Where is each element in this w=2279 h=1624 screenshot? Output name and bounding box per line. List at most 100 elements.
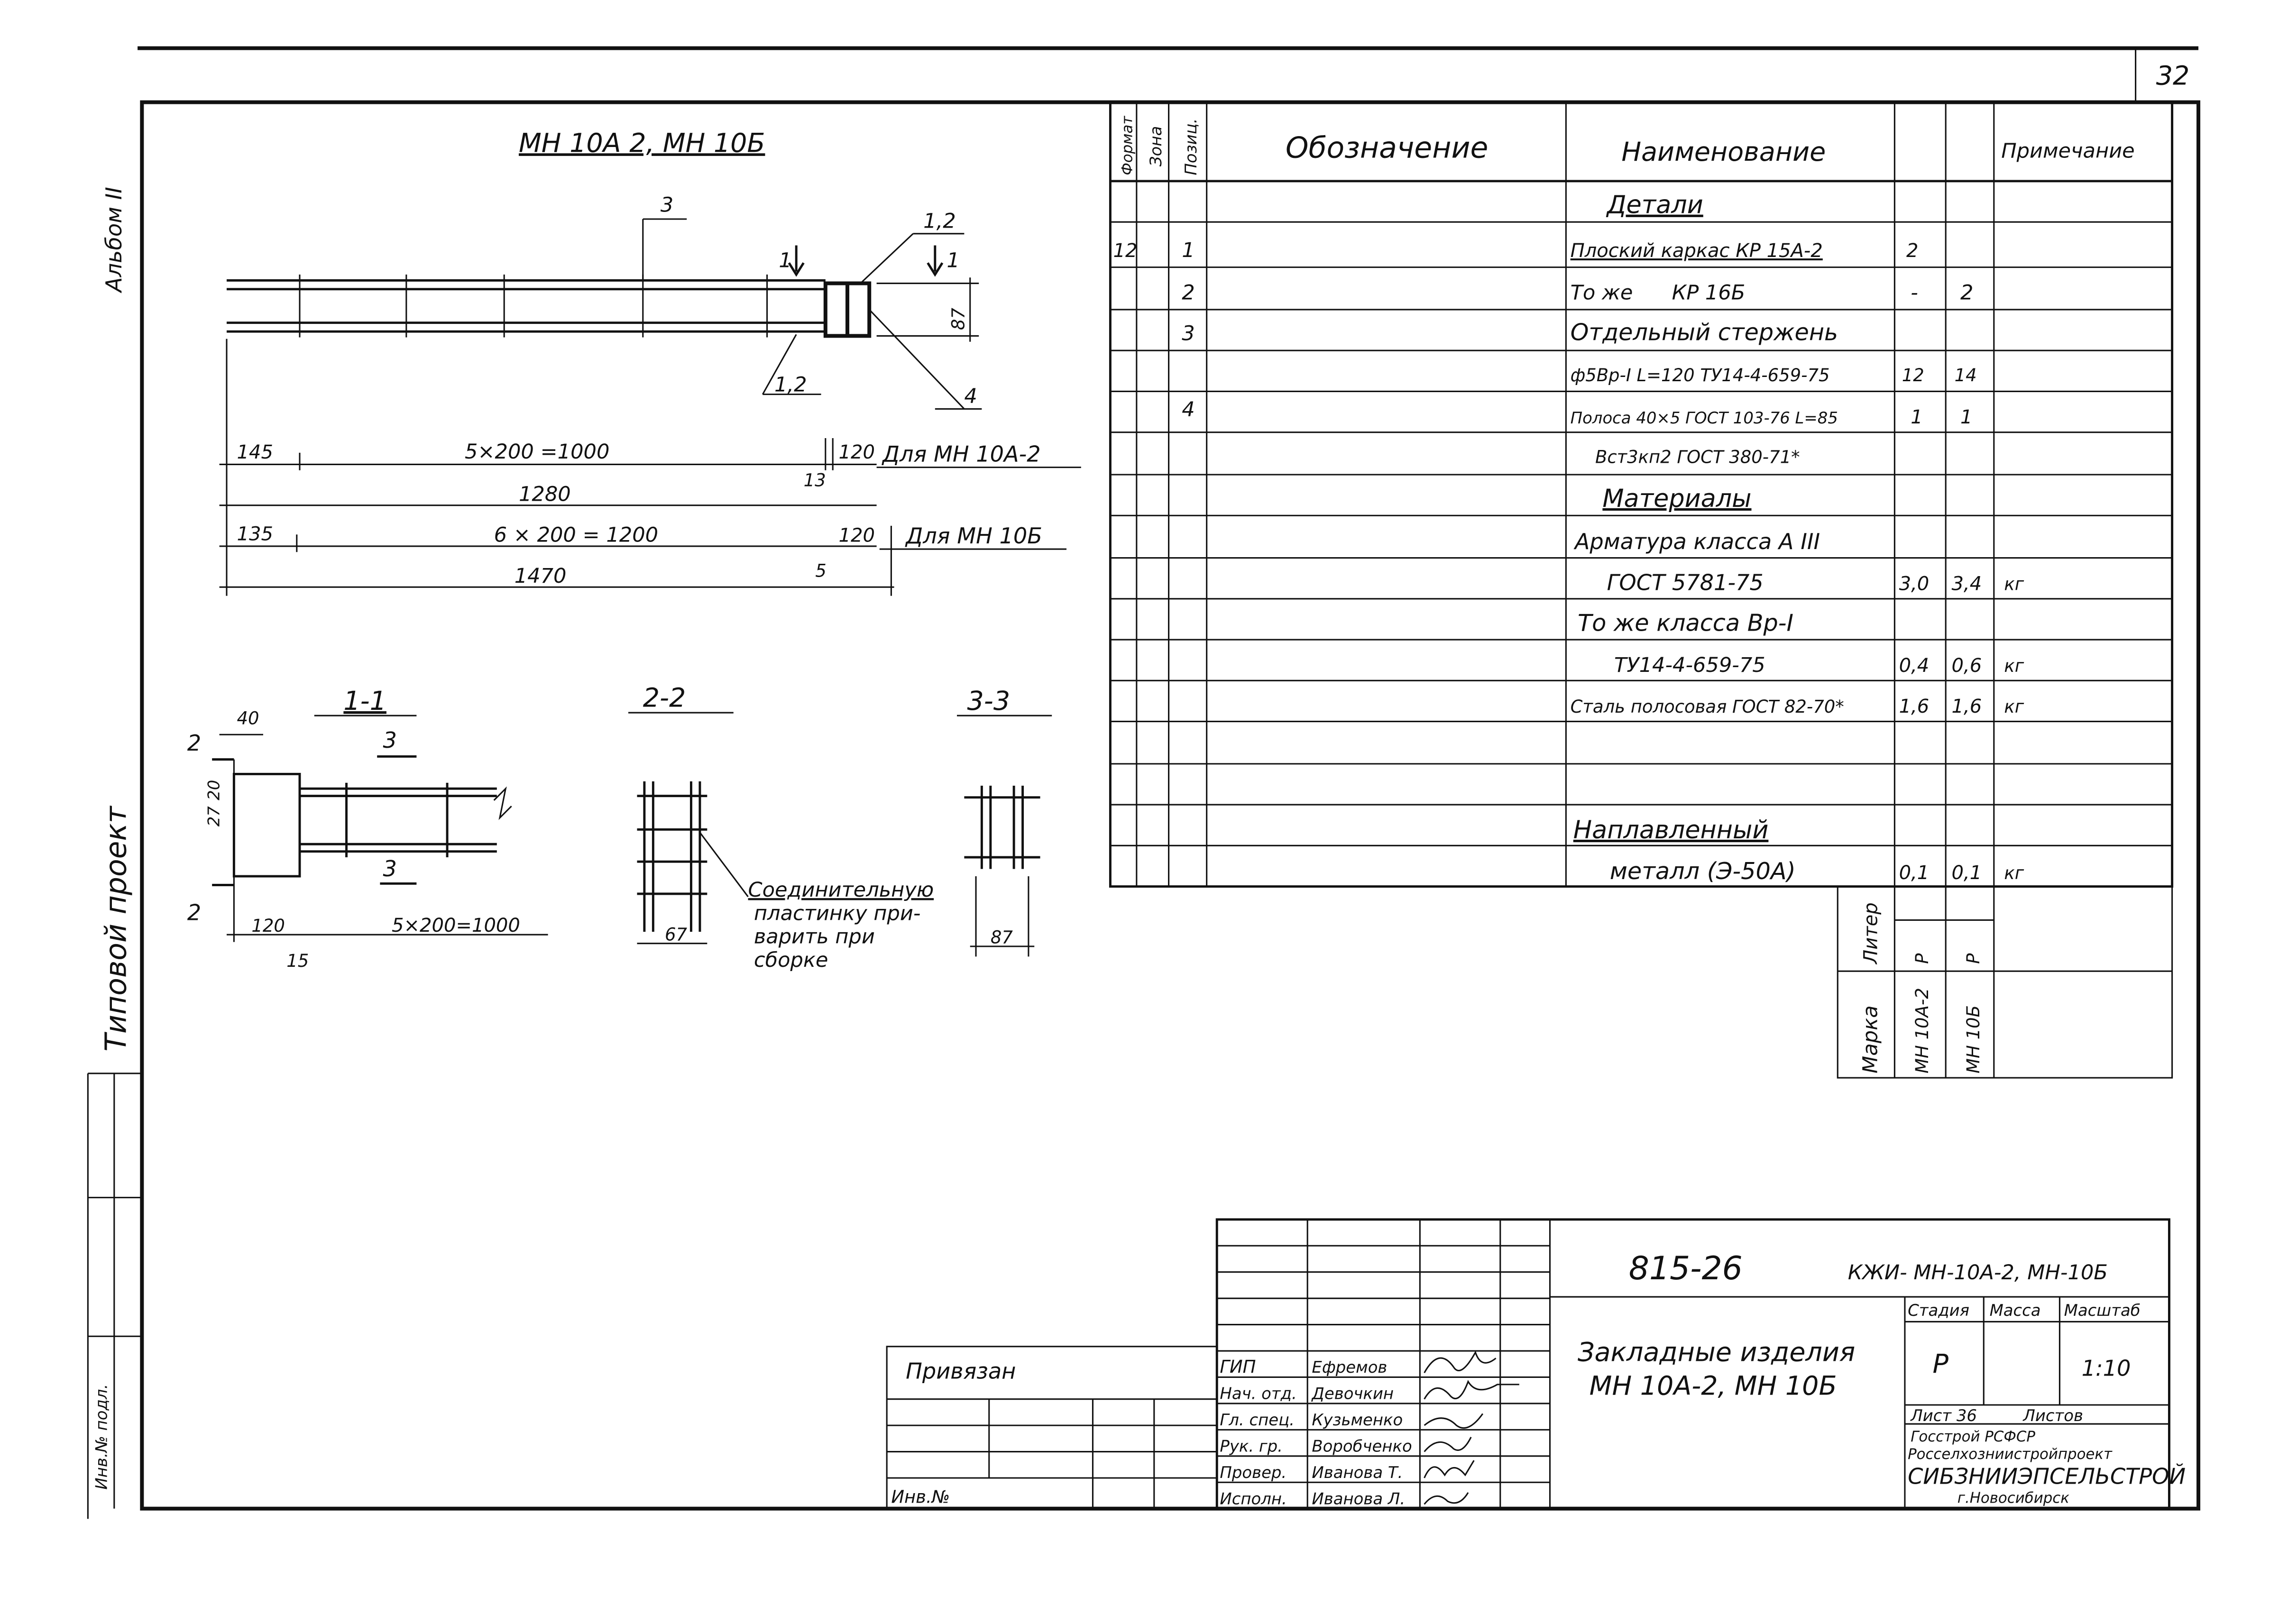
- hdr-format: Формат: [1119, 116, 1136, 175]
- hdr-name: Наименование: [1621, 137, 1826, 167]
- row-7-name: Материалы: [1602, 484, 1751, 513]
- row-3-name: Отдельный стержень: [1571, 319, 1838, 346]
- sec33-d87: 87: [991, 927, 1013, 948]
- row-2-a: -: [1911, 281, 1918, 304]
- note-line-3: варить при: [754, 925, 875, 949]
- side-label-album: Альбом II: [101, 187, 127, 294]
- sec11-d27: 27: [205, 806, 223, 827]
- tb-name-1: Закладные изделия: [1578, 1338, 1855, 1368]
- row-12-a: 1,6: [1899, 696, 1930, 717]
- row-16-name: металл (Э-50А): [1610, 857, 1796, 885]
- sec11-d40: 40: [237, 708, 259, 729]
- row-11-note: кг: [2004, 656, 2024, 676]
- title-block: 815-26 КЖИ- МН-10А-2, МН-10Б Закладные и…: [886, 1218, 2186, 1510]
- pos-12b-label: 1,2: [774, 373, 807, 396]
- row-1-pos: 1: [1182, 239, 1195, 262]
- signatures: [1424, 1350, 1519, 1505]
- row-6-name: Вст3кп2 ГОСТ 380-71*: [1595, 447, 1800, 467]
- row-12-note: кг: [2004, 697, 2024, 717]
- sec11-mark3b: 3: [383, 856, 397, 881]
- sec11-mark2b: 2: [187, 899, 201, 925]
- name-2: Кузьменко: [1312, 1411, 1403, 1429]
- row-5-a: 1: [1911, 406, 1922, 428]
- row-11-b: 0,6: [1952, 655, 1982, 677]
- tb-inv: Инв.№: [891, 1486, 950, 1507]
- dim2-right: 120: [839, 525, 875, 547]
- name-0: Ефремов: [1312, 1358, 1387, 1376]
- role-3: Рук. гр.: [1220, 1437, 1283, 1456]
- row-8-name: Арматура класса А III: [1573, 529, 1820, 554]
- row-4-name: ф5Вр-I L=120 ТУ14-4-659-75: [1571, 365, 1830, 385]
- tb-org-2: Росселхозниистройпроект: [1908, 1446, 2113, 1463]
- dim2-tail: 5: [815, 561, 827, 581]
- section-2-2: 2-2 67: [628, 683, 749, 945]
- sheet-number: 32: [2156, 61, 2190, 92]
- section-3-3-title: 3-3: [967, 686, 1011, 716]
- tb-org-3: СИБЗНИИЭПСЕЛЬСТРОЙ: [1908, 1463, 2186, 1489]
- tb-sheet: Лист 36: [1910, 1406, 1977, 1425]
- role-0: ГИП: [1220, 1357, 1256, 1377]
- row-15-name: Наплавленный: [1573, 816, 1769, 844]
- side-label-inventory: Инв.№ подл.: [92, 1384, 110, 1490]
- dim1-mid: 5×200 =1000: [465, 440, 609, 464]
- row-1-name: Плоский каркас КР 15А-2: [1571, 240, 1823, 262]
- note-line-1: Соединительную: [748, 878, 934, 902]
- tb-stage: Р: [1932, 1349, 1948, 1379]
- hdr-designation: Обозначение: [1286, 131, 1488, 165]
- hdr-pos: Позиц.: [1182, 119, 1200, 175]
- row-9-b: 3,4: [1952, 573, 1982, 595]
- name-3: Воробченко: [1312, 1437, 1412, 1456]
- row-10-name: То же класса Вр-I: [1578, 609, 1793, 637]
- row-2-pos: 2: [1182, 281, 1195, 304]
- tb-sheets: Листов: [2022, 1406, 2083, 1425]
- marks-table: Литер Марка Р Р МН 10А-2 МН 10Б: [1837, 886, 2173, 1079]
- row-2-name: То же КР 16Б: [1571, 281, 1746, 304]
- sec11-mark3a: 3: [383, 727, 397, 753]
- row-16-b: 0,1: [1952, 862, 1982, 884]
- spec-table: Формат Зона Позиц. Обозначение Наименова…: [1109, 101, 2174, 1079]
- dim1-tail: 13: [804, 470, 826, 491]
- dim2-mid: 6 × 200 = 1200: [494, 523, 658, 547]
- sheet-frame: 32: [87, 46, 2201, 1519]
- row-0-name: Детали: [1606, 191, 1703, 220]
- marks-l2: Р: [1963, 953, 1984, 964]
- sec11-span: 5×200=1000: [392, 915, 520, 936]
- row-4-b: 14: [1955, 365, 1977, 385]
- role-2: Гл. спец.: [1220, 1411, 1294, 1429]
- sec11-d15: 15: [286, 951, 309, 971]
- plan-view: МН 10А 2, МН 10Б 3 1,2 1,2 4 1 1: [219, 128, 1081, 596]
- row-9-a: 3,0: [1899, 573, 1930, 595]
- row-4-a: 12: [1902, 365, 1924, 385]
- total2: 1470: [515, 564, 567, 588]
- row-12-name: Сталь полосовая ГОСТ 82-70*: [1571, 697, 1844, 717]
- depth-dimension: 87: [948, 308, 968, 330]
- tb-scale: 1:10: [2082, 1355, 2131, 1381]
- section-1-1-title: 1-1: [343, 686, 386, 716]
- sec11-mark2a: 2: [187, 730, 201, 756]
- dim2-note: Для МН 10Б: [905, 523, 1042, 549]
- role-1: Нач. отд.: [1220, 1385, 1296, 1403]
- row-2-b: 2: [1960, 281, 1973, 304]
- tb-mass-h: Масса: [1990, 1301, 2041, 1320]
- dim2-left: 135: [237, 523, 273, 545]
- row-1-a: 2: [1906, 240, 1918, 262]
- role-4: Провер.: [1220, 1463, 1287, 1482]
- dim1-right: 120: [839, 441, 875, 463]
- spec-row-lines: [1110, 221, 2172, 846]
- row-5-pos: 4: [1182, 398, 1195, 422]
- row-5-name: Полоса 40×5 ГОСТ 103-76 L=85: [1571, 409, 1838, 427]
- tb-doc: КЖИ- МН-10А-2, МН-10Б: [1848, 1261, 2108, 1285]
- tb-org-1: Госстрой РСФСР: [1911, 1428, 2035, 1445]
- name-1: Девочкин: [1311, 1385, 1394, 1403]
- row-12-b: 1,6: [1952, 696, 1982, 717]
- sec11-d20: 20: [205, 780, 223, 800]
- spec-rows: Детали 12 1 Плоский каркас КР 15А-2 2 2 …: [1113, 191, 2024, 885]
- cut-mark-1b: 1: [947, 249, 959, 273]
- section-3-3: 3-3 87: [956, 686, 1052, 957]
- section-2-2-title: 2-2: [643, 683, 686, 714]
- dim1-note: Для МН 10А-2: [882, 441, 1041, 467]
- sec11-d120: 120: [251, 916, 285, 936]
- hdr-zone: Зона: [1147, 126, 1165, 166]
- tb-scale-h: Масштаб: [2064, 1301, 2141, 1320]
